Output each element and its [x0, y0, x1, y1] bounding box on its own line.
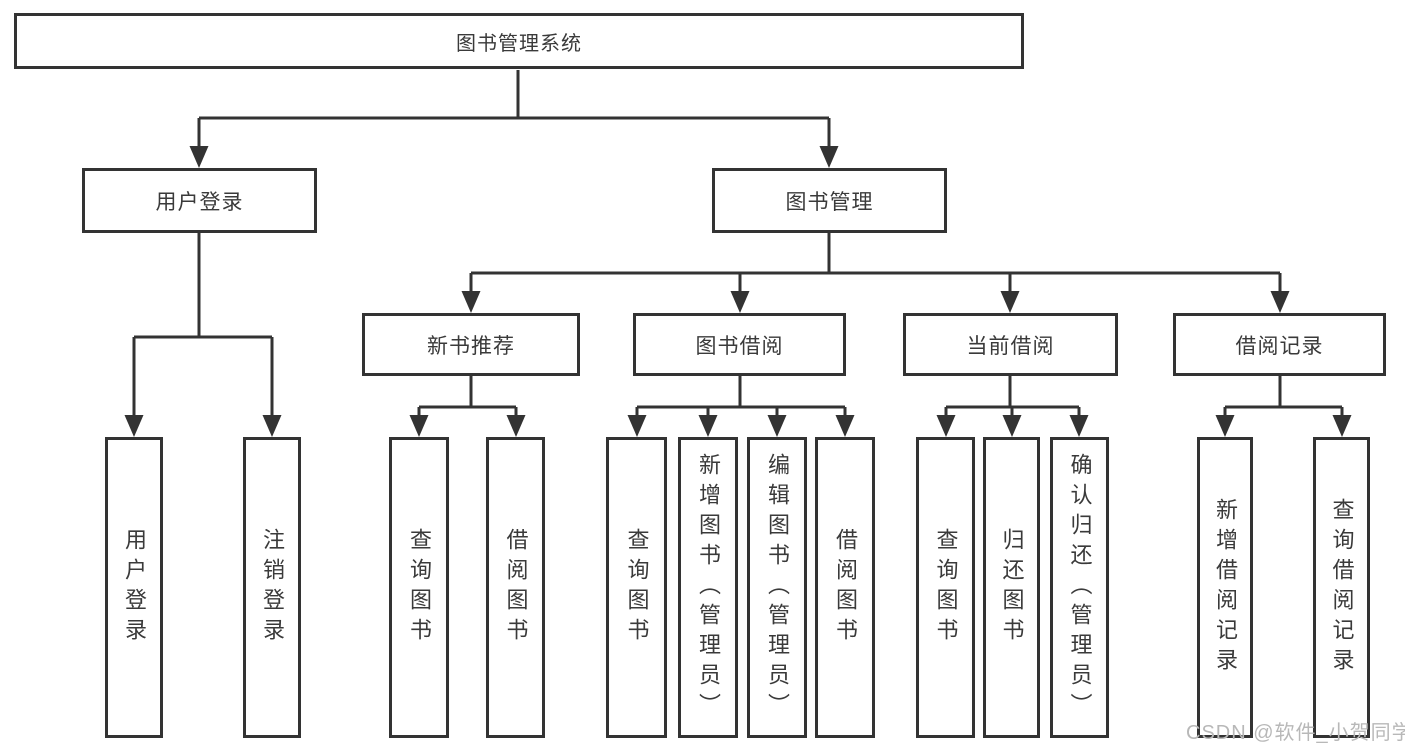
- node-borrowing-records: 借阅记录: [1173, 313, 1386, 376]
- leaf-label: 查询借阅记录: [1329, 497, 1355, 678]
- leaf-query-books-current: 查询图书: [916, 437, 975, 738]
- node-current-borrowing: 当前借阅: [903, 313, 1118, 376]
- node-label: 图书管理: [785, 190, 874, 214]
- node-label: 新书推荐: [427, 334, 515, 358]
- leaf-user-login: 用户登录: [105, 437, 163, 738]
- node-library-management-system: 图书管理系统: [14, 13, 1024, 69]
- leaf-label: 新增图书（管理员）: [696, 452, 721, 723]
- leaf-label: 借阅图书: [503, 527, 529, 648]
- node-label: 图书借阅: [695, 334, 784, 358]
- leaf-query-books-borrowing: 查询图书: [606, 437, 667, 738]
- node-new-book-recommend: 新书推荐: [362, 313, 580, 376]
- leaf-label: 确认归还（管理员）: [1067, 452, 1093, 723]
- leaf-confirm-return-admin: 确认归还（管理员）: [1050, 437, 1109, 738]
- leaf-label: 编辑图书（管理员）: [765, 452, 790, 723]
- leaf-edit-book-admin: 编辑图书（管理员）: [747, 437, 807, 738]
- leaf-add-book-admin: 新增图书（管理员）: [678, 437, 738, 738]
- leaf-add-borrow-record: 新增借阅记录: [1197, 437, 1253, 738]
- watermark: CSDN @软件_小贺同学: [1186, 722, 1405, 744]
- node-book-borrowing: 图书借阅: [633, 313, 846, 376]
- node-label: 借阅记录: [1235, 334, 1324, 358]
- leaf-query-books-recommend: 查询图书: [389, 437, 449, 738]
- leaf-label: 查询图书: [407, 527, 432, 648]
- leaf-borrow-books-recommend: 借阅图书: [486, 437, 545, 738]
- leaf-return-book: 归还图书: [983, 437, 1040, 738]
- leaf-borrow-books-borrowing: 借阅图书: [815, 437, 875, 738]
- leaf-logout: 注销登录: [243, 437, 301, 738]
- leaf-label: 新增借阅记录: [1213, 497, 1238, 678]
- arrowheads: [124, 146, 1352, 437]
- leaf-label: 借阅图书: [833, 527, 858, 648]
- node-label: 图书管理系统: [456, 32, 582, 55]
- leaf-label: 归还图书: [999, 527, 1025, 648]
- node-label: 当前借阅: [966, 334, 1055, 358]
- leaf-label: 用户登录: [122, 527, 147, 648]
- node-book-management: 图书管理: [712, 168, 947, 233]
- connector-lines: [132, 70, 1344, 419]
- leaf-label: 查询图书: [933, 527, 959, 648]
- leaf-label: 查询图书: [624, 527, 650, 648]
- node-label: 用户登录: [155, 190, 244, 214]
- leaf-label: 注销登录: [260, 527, 285, 648]
- node-user-login: 用户登录: [82, 168, 317, 233]
- leaf-query-borrow-record: 查询借阅记录: [1313, 437, 1370, 738]
